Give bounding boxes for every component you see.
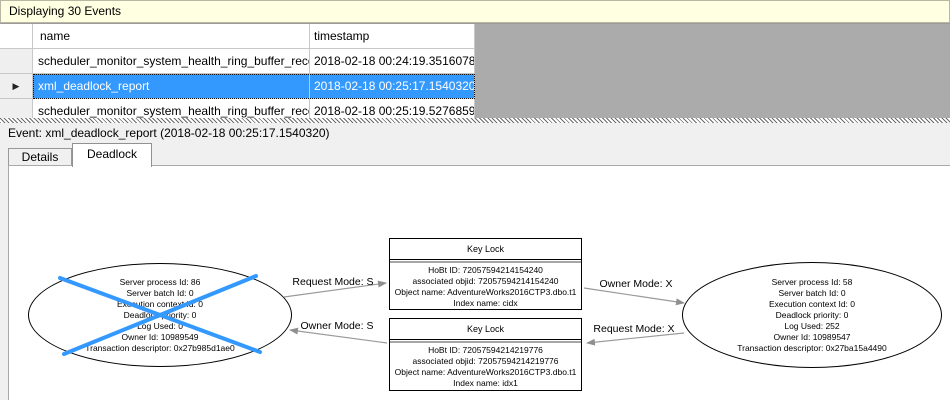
edge-label-request-mode-s: Request Mode: S	[292, 276, 374, 288]
cell-timestamp[interactable]: 2018-02-18 00:25:19.5276859	[310, 99, 475, 118]
event-summary-label: Event: xml_deadlock_report (2018-02-18 0…	[0, 123, 950, 143]
node-text-line: associated objid: 72057594214154240	[412, 276, 559, 286]
edge-request-s	[283, 280, 387, 298]
row-indicator-cell	[0, 49, 33, 74]
lock-divider	[390, 261, 581, 263]
edge-label-owner-mode-s: Owner Mode: S	[300, 320, 374, 332]
node-text-line: Execution context Id: 0	[769, 298, 855, 309]
node-text-line: Owner Id: 10989547	[773, 331, 851, 342]
lock-divider	[390, 341, 581, 343]
table-row-selected[interactable]: ▶ xml_deadlock_report 2018-02-18 00:25:1…	[0, 74, 950, 99]
node-text-line: Server process Id: 58	[771, 276, 853, 287]
node-text-line: associated objid: 72057594214219776	[412, 356, 559, 366]
selected-row-arrow-icon: ▶	[0, 74, 33, 99]
lock-details: HoBt ID: 72057594214154240 associated ob…	[390, 265, 581, 309]
node-text-line: HoBt ID: 72057594214154240	[428, 265, 543, 275]
edge-owner-s	[289, 327, 388, 344]
node-text-line: Log Used: 0	[137, 320, 183, 331]
edge-label-owner-mode-x: Owner Mode: X	[599, 278, 673, 290]
process-node[interactable]: Server process Id: 58 Server batch Id: 0…	[682, 262, 942, 368]
tab-deadlock[interactable]: Deadlock	[72, 143, 152, 167]
table-row[interactable]: scheduler_monitor_system_health_ring_buf…	[0, 49, 950, 74]
node-text-line: Index name: cidx	[453, 298, 518, 308]
node-text-line: Index name: idx1	[453, 378, 518, 388]
node-text-line: Transaction descriptor: 0x27b985d1ae0	[85, 342, 235, 353]
events-count-bar: Displaying 30 Events	[0, 0, 950, 23]
node-text-line: Server batch Id: 0	[126, 287, 194, 298]
cell-timestamp[interactable]: 2018-02-18 00:25:17.1540320	[310, 74, 475, 99]
node-text-line: Server batch Id: 0	[778, 287, 846, 298]
node-text-line: Object name: AdventureWorks2016CTP3.dbo.…	[394, 287, 577, 297]
column-header-timestamp[interactable]: timestamp	[310, 24, 475, 49]
pane-splitter[interactable]	[0, 118, 950, 123]
edge-label-request-mode-x: Request Mode: X	[593, 323, 675, 335]
deadlock-graph: Server process Id: 86 Server batch Id: 0…	[0, 165, 950, 400]
table-row[interactable]: scheduler_monitor_system_health_ring_buf…	[0, 99, 950, 118]
tab-strip: Details Deadlock	[0, 143, 950, 167]
node-text-line: Execution context Id: 0	[117, 298, 203, 309]
row-indicator-header	[0, 24, 33, 49]
lock-title: Key Lock	[390, 239, 581, 260]
edge-owner-x	[583, 287, 685, 306]
node-text-line: Owner Id: 10989549	[121, 331, 199, 342]
node-text-line: Log Used: 252	[784, 320, 840, 331]
node-text-line: Object name: AdventureWorks2016CTP3.dbo.…	[394, 367, 577, 377]
node-text-line: HoBt ID: 72057594214219776	[428, 345, 543, 355]
lock-title: Key Lock	[390, 319, 581, 340]
cell-timestamp[interactable]: 2018-02-18 00:24:19.3516078	[310, 49, 475, 74]
node-text-line: Deadlock priority: 0	[123, 309, 197, 320]
edge-request-x	[586, 332, 685, 346]
cell-name[interactable]: xml_deadlock_report	[33, 74, 310, 99]
lock-details: HoBt ID: 72057594214219776 associated ob…	[390, 345, 581, 389]
cell-name[interactable]: scheduler_monitor_system_health_ring_buf…	[33, 99, 310, 118]
node-text-line: Server process Id: 86	[119, 276, 201, 287]
process-node-victim[interactable]: Server process Id: 86 Server batch Id: 0…	[28, 263, 292, 367]
tab-details[interactable]: Details	[8, 148, 72, 166]
node-text-line: Transaction descriptor: 0x27ba15a4490	[737, 342, 887, 353]
node-text-line: Deadlock priority: 0	[775, 309, 849, 320]
cell-name[interactable]: scheduler_monitor_system_health_ring_buf…	[33, 49, 310, 74]
resource-node-keylock-top[interactable]: Key Lock HoBt ID: 72057594214154240 asso…	[389, 238, 582, 310]
events-grid[interactable]: name timestamp scheduler_monitor_system_…	[0, 23, 950, 118]
resource-node-keylock-bottom[interactable]: Key Lock HoBt ID: 72057594214219776 asso…	[389, 318, 582, 391]
column-header-name[interactable]: name	[33, 24, 310, 49]
grid-header-row: name timestamp	[0, 24, 950, 49]
row-indicator-cell	[0, 99, 33, 118]
